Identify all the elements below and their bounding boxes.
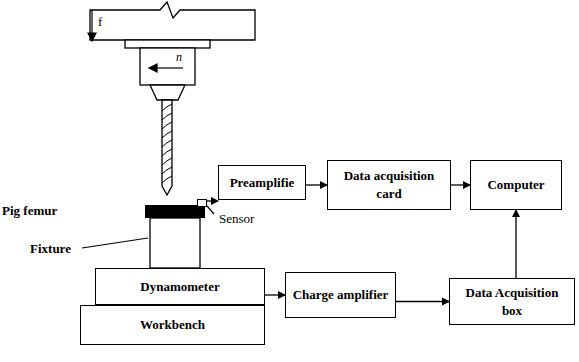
fixture-leader xyxy=(82,238,148,248)
process-box: Workbench xyxy=(80,305,265,345)
signal-arrow xyxy=(451,184,470,185)
signal-arrow xyxy=(396,301,449,302)
signal-arrow xyxy=(306,184,327,185)
drill-flute xyxy=(162,113,172,120)
feed-arrow xyxy=(91,10,92,34)
process-box: Preamplifie xyxy=(218,165,306,200)
signal-arrow xyxy=(207,200,218,201)
process-box: Computer xyxy=(470,160,562,210)
part-label: Pig femur xyxy=(2,203,57,219)
process-box: Data acquisition card xyxy=(327,160,451,210)
drill-flute xyxy=(162,176,172,183)
process-box: Charge amplifier xyxy=(285,272,396,318)
part-label: Fixture xyxy=(30,241,71,257)
process-box: Dynamometer xyxy=(95,268,265,305)
pig-femur xyxy=(145,205,205,218)
node-text: Sensor xyxy=(215,210,258,228)
rotation-label: n xyxy=(176,50,182,65)
node-text: Dynamometer xyxy=(136,278,223,296)
fixture xyxy=(150,218,200,268)
rotation-arrow xyxy=(156,67,183,68)
drill-flute xyxy=(162,140,172,147)
feed-arrowhead xyxy=(88,33,96,41)
sensor: Sensor xyxy=(197,199,207,207)
drill-flute xyxy=(162,149,172,156)
node-text: Charge amplifier xyxy=(289,286,393,304)
drill-flute xyxy=(162,104,172,111)
node-text: Data Acquisition box xyxy=(450,284,574,319)
spindle-plate xyxy=(125,40,210,48)
sensor-leader xyxy=(207,206,214,214)
machine-head xyxy=(90,2,255,40)
signal-arrow xyxy=(265,294,285,295)
collet xyxy=(150,85,185,100)
rotation-arrowhead xyxy=(149,64,157,72)
chuck-body xyxy=(140,48,195,85)
drill-bit xyxy=(162,100,172,195)
process-box: Data Acquisition box xyxy=(449,278,575,325)
node-text: Data acquisition card xyxy=(328,167,450,202)
feed-label: f xyxy=(98,14,102,30)
node-text: Preamplifie xyxy=(226,174,299,192)
node-text: Workbench xyxy=(136,316,209,334)
drill-flute xyxy=(162,131,172,138)
drill-flute xyxy=(162,122,172,129)
drill-flute xyxy=(162,158,172,165)
signal-arrow xyxy=(515,210,516,278)
node-text: Computer xyxy=(483,176,548,194)
drill-flute xyxy=(162,167,172,174)
